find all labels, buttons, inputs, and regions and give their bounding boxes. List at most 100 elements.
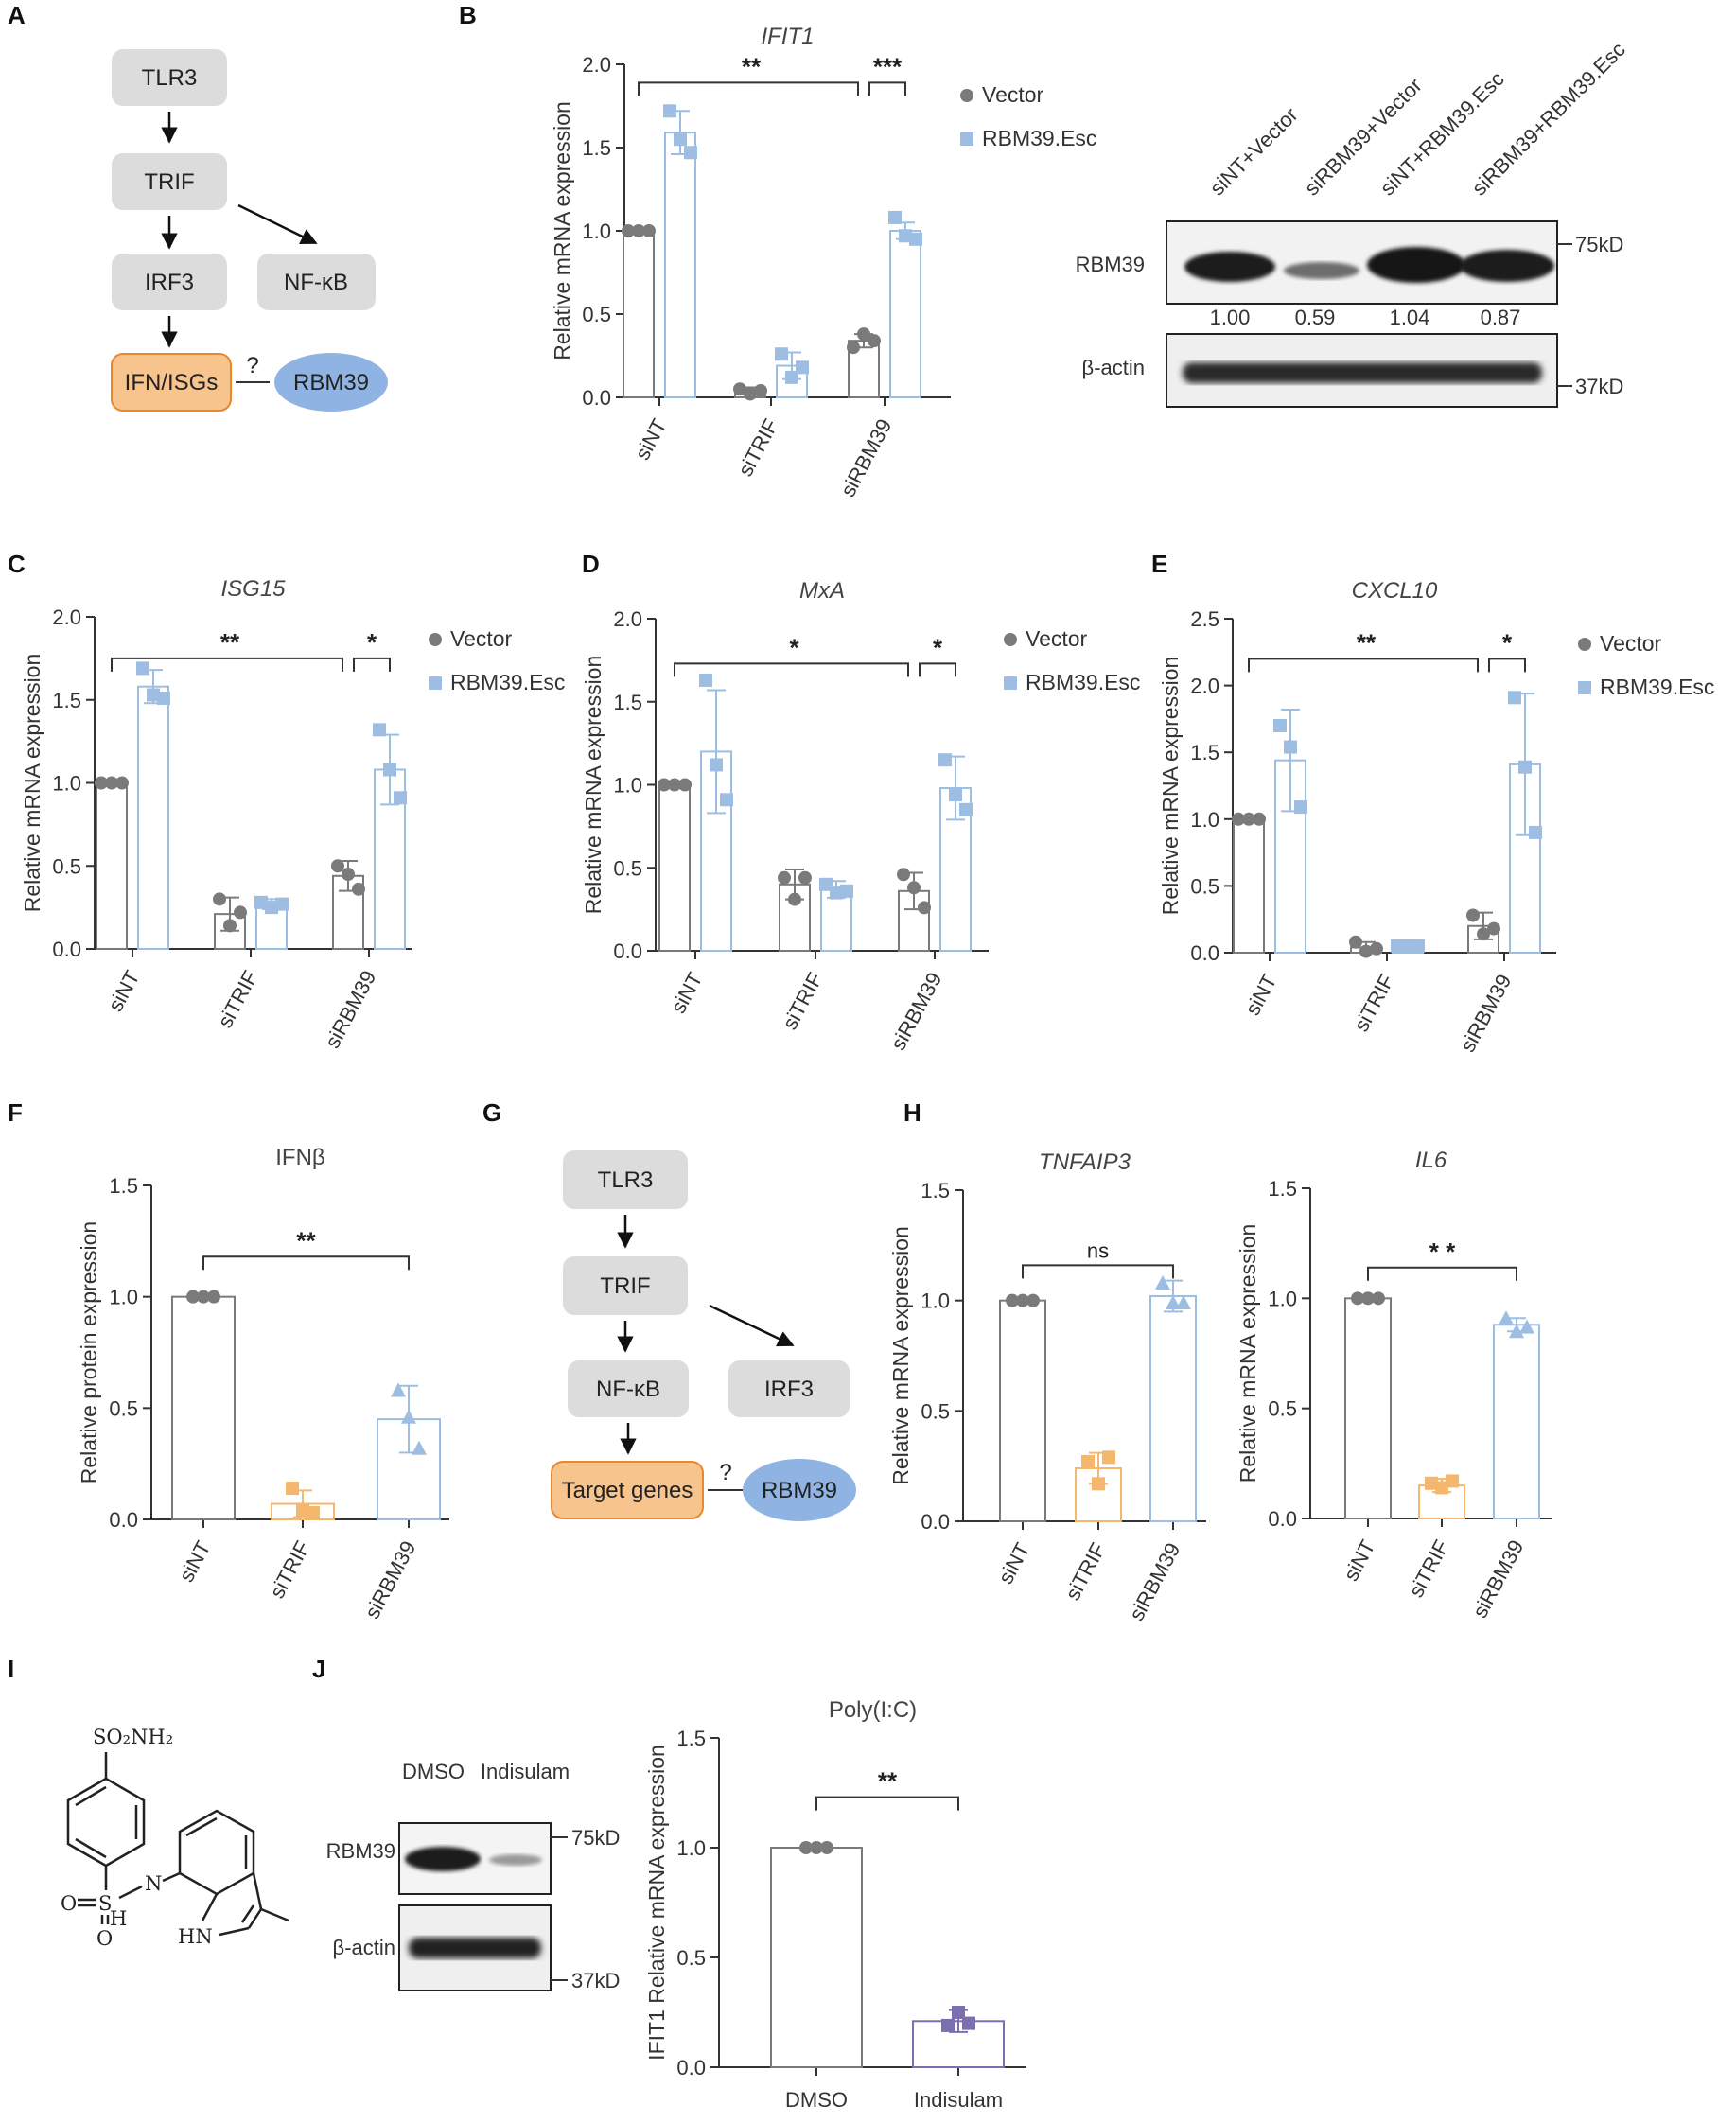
significance-bracket — [1022, 1264, 1174, 1279]
legend-label: RBM39.Esc — [1600, 675, 1714, 699]
data-point — [1273, 718, 1287, 732]
data-point — [788, 892, 801, 906]
panel-label-d: D — [582, 550, 600, 578]
legend-label: Vector — [1026, 626, 1088, 651]
data-point — [1370, 941, 1383, 956]
data-point — [1166, 1295, 1181, 1309]
data-point — [799, 1841, 813, 1854]
legend-label: Vector — [450, 626, 513, 651]
data-point — [699, 673, 712, 687]
data-point — [775, 347, 788, 361]
y-tick-label: 1.0 — [1190, 808, 1219, 832]
data-point — [1359, 944, 1373, 958]
legend-label: RBM39.Esc — [982, 126, 1096, 150]
legend-marker — [960, 89, 973, 102]
blot-lane-label: siRBM39+RBM39.Esc — [1467, 38, 1630, 201]
data-point — [1412, 939, 1425, 953]
data-point — [1425, 1476, 1438, 1490]
data-point — [331, 859, 344, 873]
significance-bracket — [353, 657, 391, 672]
actin-band — [1183, 362, 1542, 383]
y-tick-label: 1.0 — [52, 772, 81, 796]
data-point — [401, 1409, 416, 1424]
data-point — [307, 1505, 320, 1519]
actin-row-label: β-actin — [1082, 356, 1145, 379]
significance-label: ** — [878, 1767, 898, 1796]
data-point — [632, 224, 645, 237]
y-tick-label: 0.5 — [582, 303, 611, 326]
data-point — [1176, 1295, 1191, 1309]
x-tick-label: siTRIF — [733, 415, 782, 481]
y-tick-label: 2.0 — [582, 53, 611, 77]
y-tick-label: 0.5 — [676, 1946, 706, 1970]
significance-label: * * — [1429, 1237, 1456, 1266]
data-point — [1487, 921, 1500, 936]
rbm39-band — [1184, 252, 1275, 282]
western-blot-j: DMSO Indisulam RBM39 75kD β-actin 37kD — [326, 1760, 621, 1992]
y-tick-label: 2.0 — [613, 607, 642, 631]
significance-label: * — [789, 633, 799, 661]
data-point — [286, 1482, 299, 1496]
significance-bracket — [919, 662, 956, 677]
marker-75kd: 75kD — [1575, 233, 1623, 256]
y-tick-label: 0.0 — [1268, 1507, 1297, 1531]
panel-label-f: F — [8, 1098, 23, 1127]
rbm39-label: RBM39 — [293, 370, 369, 395]
data-point — [1349, 935, 1362, 949]
chart-title: TNFAIP3 — [1039, 1149, 1131, 1175]
data-point — [1351, 1291, 1364, 1306]
panel-label-e: E — [1151, 550, 1167, 578]
panel-label-i: I — [8, 1655, 14, 1683]
irf3-label: IRF3 — [764, 1377, 814, 1402]
y-tick-label: 2.0 — [1190, 675, 1219, 698]
y-axis-label: Relative mRNA expression — [581, 656, 605, 915]
data-point — [909, 232, 922, 246]
bar — [171, 1295, 236, 1520]
data-point — [223, 919, 237, 933]
bond — [219, 1926, 250, 1937]
significance-bracket — [868, 81, 906, 96]
chart-title: MxA — [799, 578, 845, 604]
significance-label: *** — [873, 52, 903, 80]
data-point — [1518, 760, 1532, 774]
data-point — [1509, 1324, 1524, 1339]
data-point — [234, 905, 247, 920]
tlr3-label: TLR3 — [142, 65, 198, 91]
irf3-label: IRF3 — [145, 270, 194, 295]
x-tick-label: siRBM39 — [320, 967, 380, 1053]
data-point — [778, 870, 791, 885]
actin-band — [409, 1938, 541, 1958]
pathway-diagram-a: TLR3 TRIF IRF3 NF-κB IFN/ISGs ? RBM39 — [111, 49, 388, 412]
y-axis-label: Relative mRNA expression — [888, 1226, 913, 1485]
y-tick-label: 0.5 — [1190, 874, 1219, 898]
rbm39-band — [1367, 247, 1465, 283]
pathway-diagram-g: TLR3 TRIF NF-κB IRF3 Target genes ? RBM3… — [551, 1150, 856, 1521]
data-point — [391, 1382, 406, 1397]
x-tick-label: siTRIF — [265, 1537, 314, 1603]
bond — [185, 1816, 218, 1837]
chart-title: ISG15 — [220, 576, 286, 602]
hydrogen-atom: H — [110, 1907, 127, 1930]
data-point — [1253, 812, 1266, 826]
trif-box — [112, 153, 227, 210]
panel-label-g: G — [482, 1098, 501, 1127]
bar — [770, 1847, 863, 2068]
data-point — [95, 776, 108, 790]
data-point — [1435, 1481, 1448, 1495]
data-point — [296, 1503, 309, 1518]
data-point — [819, 877, 833, 891]
data-point — [888, 210, 902, 224]
data-point — [197, 1290, 210, 1304]
panel-label-b: B — [459, 1, 477, 29]
y-tick-label: 0.5 — [613, 856, 642, 880]
data-point — [798, 870, 812, 885]
sulfonamide-group: SO₂NH₂ — [93, 1726, 173, 1748]
data-point — [796, 360, 809, 375]
blot-lane-label: siNT+Vector — [1205, 103, 1303, 201]
data-point — [754, 383, 767, 397]
chart-title: IL6 — [1415, 1148, 1447, 1173]
